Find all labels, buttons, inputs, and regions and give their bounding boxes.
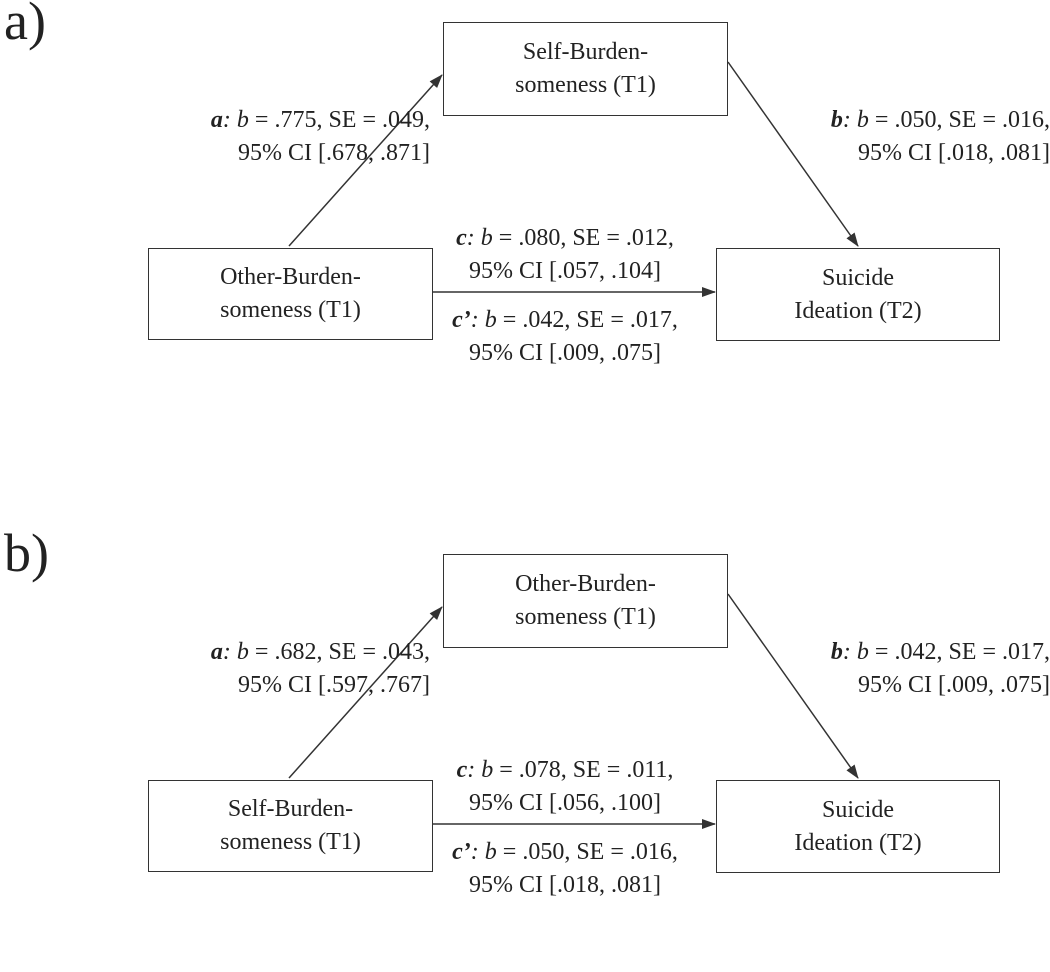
b-symbol: b	[484, 307, 497, 333]
path-a-coefficient: a: b = .682, SE = .043, 95% CI [.597, .7…	[90, 636, 430, 702]
path-stat: = .775, SE = .049,	[248, 107, 430, 133]
path-stat: = .682, SE = .043,	[248, 639, 430, 665]
mediator-box: Other-Burden- someness (T1)	[443, 554, 728, 648]
predictor-box: Self-Burden- someness (T1)	[148, 780, 433, 872]
panel-label: a)	[4, 0, 46, 51]
path-b-coefficient: b: b = .042, SE = .017, 95% CI [.009, .0…	[760, 636, 1050, 702]
path-stat: = .078, SE = .011,	[493, 757, 674, 783]
path-arrows	[288, 593, 859, 829]
path-stat: = .050, SE = .016,	[496, 839, 678, 865]
panel-label: b)	[4, 523, 49, 583]
path-b-arrow	[727, 61, 859, 247]
predictor-line-1: Self-Burden-	[227, 796, 354, 822]
outcome-line-2: Ideation (T2)	[794, 829, 922, 856]
path-a-arrow	[288, 74, 443, 247]
predictor-line-1: Other-Burden-	[220, 264, 361, 290]
path-stat: = .042, SE = .017,	[868, 639, 1050, 665]
path-c-coefficient: c: b = .080, SE = .012, 95% CI [.057, .1…	[420, 222, 710, 288]
b-symbol: b	[236, 107, 249, 133]
mediator-line-1: Self-Burden-	[522, 39, 649, 65]
mediator-box: Self-Burden- someness (T1)	[443, 22, 728, 116]
b-symbol: b	[856, 107, 869, 133]
path-label: c’	[452, 839, 471, 865]
path-ci: 95% CI [.018, .081]	[858, 140, 1050, 166]
outcome-box: Suicide Ideation (T2)	[716, 248, 1000, 341]
b-symbol: b	[856, 639, 869, 665]
predictor-box: Other-Burden- someness (T1)	[148, 248, 433, 340]
outcome-line-1: Suicide	[822, 264, 894, 291]
mediation-diagram-a: a) Self-Burden- someness (T1) Other-Burd…	[0, 0, 1050, 440]
b-symbol: b	[480, 225, 493, 251]
path-ci: 95% CI [.018, .081]	[469, 872, 661, 898]
path-ci: 95% CI [.597, .767]	[238, 672, 430, 698]
mediator-line-2: someness (T1)	[515, 604, 656, 630]
b-symbol: b	[484, 839, 497, 865]
path-label: a	[210, 107, 223, 133]
path-label: c	[456, 225, 467, 251]
predictor-line-2: someness (T1)	[220, 829, 361, 855]
mediator-line-2: someness (T1)	[515, 72, 656, 98]
path-label: b	[830, 639, 843, 665]
path-label: c	[456, 757, 468, 783]
path-a-arrow	[288, 606, 443, 779]
path-stat: = .080, SE = .012,	[492, 225, 674, 251]
path-c-prime-coefficient: c’: b = .050, SE = .016, 95% CI [.018, .…	[420, 836, 710, 902]
mediator-line-1: Other-Burden-	[515, 571, 656, 597]
path-stat: = .042, SE = .017,	[496, 307, 678, 333]
path-ci: 95% CI [.056, .100]	[469, 790, 661, 816]
path-ci: 95% CI [.057, .104]	[469, 258, 661, 284]
predictor-line-2: someness (T1)	[220, 297, 361, 323]
path-arrows	[288, 61, 859, 297]
outcome-line-2: Ideation (T2)	[794, 297, 922, 324]
path-label: a	[210, 639, 223, 665]
path-b-coefficient: b: b = .050, SE = .016, 95% CI [.018, .0…	[760, 104, 1050, 170]
path-label: c’	[452, 307, 471, 333]
b-symbol: b	[481, 757, 494, 783]
mediation-diagram-b: b) Other-Burden- someness (T1) Self-Burd…	[0, 526, 1050, 972]
path-c-prime-coefficient: c’: b = .042, SE = .017, 95% CI [.009, .…	[420, 304, 710, 370]
b-symbol: b	[236, 639, 249, 665]
path-label: b	[830, 107, 843, 133]
path-a-coefficient: a: b = .775, SE = .049, 95% CI [.678, .8…	[90, 104, 430, 170]
path-ci: 95% CI [.009, .075]	[469, 340, 661, 366]
path-c-coefficient: c: b = .078, SE = .011, 95% CI [.056, .1…	[420, 754, 710, 820]
outcome-box: Suicide Ideation (T2)	[716, 780, 1000, 873]
path-stat: = .050, SE = .016,	[868, 107, 1050, 133]
outcome-line-1: Suicide	[822, 796, 894, 823]
path-b-arrow	[727, 593, 859, 779]
path-ci: 95% CI [.678, .871]	[238, 140, 430, 166]
path-ci: 95% CI [.009, .075]	[858, 672, 1050, 698]
